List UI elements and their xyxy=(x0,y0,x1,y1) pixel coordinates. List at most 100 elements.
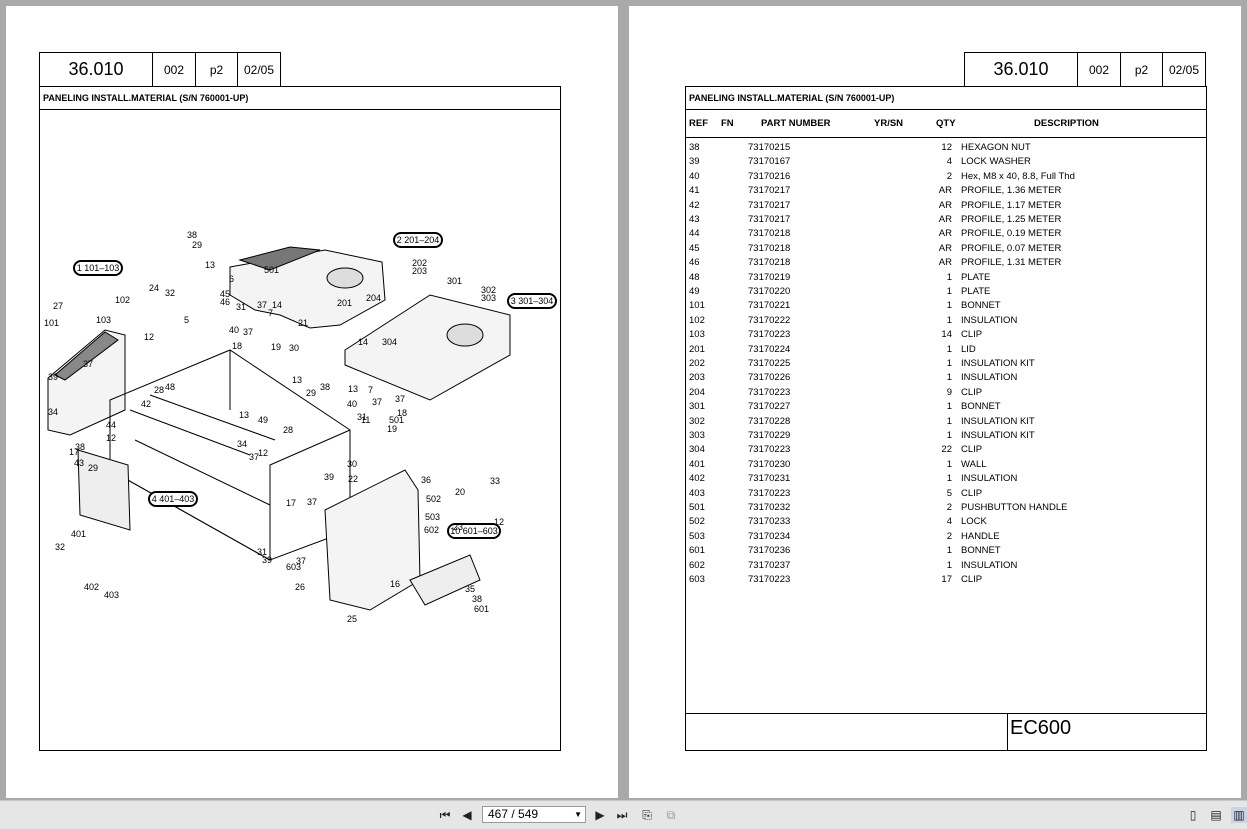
diagram-label: 38 xyxy=(187,230,197,240)
diagram-label: 49 xyxy=(258,415,268,425)
header-code: 002 xyxy=(1077,52,1121,87)
continuous-view-icon[interactable]: ▤ xyxy=(1210,808,1222,822)
cell-pn: 73170231 xyxy=(748,473,791,485)
page-indicator: 467 / 549 xyxy=(488,807,539,821)
diagram-label: 38 xyxy=(75,442,85,452)
rotate-icon[interactable]: ⎘ xyxy=(642,808,652,822)
diagram-label: 36 xyxy=(421,475,431,485)
diagram-label: 502 xyxy=(426,494,441,504)
cell-desc: INSULATION xyxy=(961,473,1018,485)
page-number-select[interactable]: 467 / 549 ▼ xyxy=(482,806,586,823)
cell-pn: 73170218 xyxy=(748,257,791,269)
diagram-label: 204 xyxy=(366,293,381,303)
diagram-label: 601 xyxy=(474,604,489,614)
diagram-label: 13 xyxy=(239,410,249,420)
cell-ref: 402 xyxy=(689,473,705,485)
col-qty: QTY xyxy=(936,118,956,129)
cell-qty: 12 xyxy=(941,142,952,153)
copy-icon[interactable]: ⧉ xyxy=(666,808,676,822)
diagram-label: 21 xyxy=(298,318,308,328)
diagram-label: 27 xyxy=(53,301,63,311)
cell-qty: 1 xyxy=(946,473,952,485)
next-page-icon[interactable]: ▶ xyxy=(595,808,605,822)
cell-desc: PLATE xyxy=(961,286,991,297)
svg-text:1 101–103: 1 101–103 xyxy=(77,263,120,273)
col-fn: FN xyxy=(721,118,734,129)
cell-ref: 603 xyxy=(689,574,705,585)
diagram-label: 48 xyxy=(165,382,175,392)
cell-ref: 403 xyxy=(689,487,705,499)
cell-desc: PROFILE, 0.07 METER xyxy=(961,242,1062,254)
diagram-label: 37 xyxy=(83,359,93,369)
cell-ref: 304 xyxy=(689,444,705,456)
cell-pn: 73170228 xyxy=(748,415,791,427)
cell-ref: 42 xyxy=(689,199,700,211)
diagram-label: 12 xyxy=(494,517,504,527)
cell-pn: 73170216 xyxy=(748,170,791,182)
diagram-label: 6 xyxy=(229,274,234,284)
cell-pn: 73170233 xyxy=(748,516,791,528)
last-page-icon[interactable]: ⏭ xyxy=(616,808,628,822)
cell-pn: 73170234 xyxy=(748,530,791,542)
first-page-icon[interactable]: ⏮ xyxy=(439,808,451,822)
diagram-label: 17 xyxy=(69,447,79,457)
cell-desc: PROFILE, 1.17 METER xyxy=(961,199,1062,211)
cell-qty: 22 xyxy=(941,444,952,456)
two-page-view-icon[interactable]: ▥ xyxy=(1231,807,1247,823)
header-date: 02/05 xyxy=(237,52,281,87)
diagram-label: 26 xyxy=(295,582,305,592)
diagram-label: 31 xyxy=(257,547,267,557)
cell-desc: INSULATION xyxy=(961,559,1018,571)
diagram-label: 25 xyxy=(347,614,357,624)
cell-pn: 73170237 xyxy=(748,559,791,571)
diagram-label: 30 xyxy=(289,343,299,353)
cell-qty: 1 xyxy=(946,343,952,355)
cell-qty: 1 xyxy=(946,415,952,427)
diagram-label: 28 xyxy=(154,385,164,395)
diagram-label: 203 xyxy=(412,266,427,276)
diagram-label: 103 xyxy=(96,315,111,325)
diagram-label: 19 xyxy=(387,424,397,434)
diagram-label: 29 xyxy=(88,463,98,473)
cell-ref: 46 xyxy=(689,257,700,269)
cell-qty: AR xyxy=(938,185,952,197)
cell-pn: 73170221 xyxy=(748,300,791,312)
cell-ref: 49 xyxy=(689,286,700,297)
cell-qty: AR xyxy=(938,242,952,254)
diagram-label: 28 xyxy=(283,425,293,435)
diagram-label: 202 xyxy=(412,258,427,268)
cell-pn: 73170226 xyxy=(748,372,791,384)
right-page: 36.010 002 p2 02/05 PANELING INSTALL.MAT… xyxy=(629,6,1241,798)
table-row: 402 73170231 1 INSULATION xyxy=(686,473,1206,487)
diagram-label: 14 xyxy=(272,300,282,310)
cell-qty: AR xyxy=(938,257,952,269)
cell-desc: CLIP xyxy=(961,444,983,456)
header-code: 002 xyxy=(152,52,196,87)
diagram-label: 13 xyxy=(292,375,302,385)
diagram-label: 5 xyxy=(184,315,189,325)
cell-ref: 502 xyxy=(689,516,705,528)
diagram-label: 37 xyxy=(372,397,382,407)
diagram-label: 35 xyxy=(465,584,475,594)
cell-desc: INSULATION KIT xyxy=(961,430,1035,441)
cell-ref: 301 xyxy=(689,401,705,413)
diagram-label: 102 xyxy=(115,295,130,305)
cell-qty: 1 xyxy=(946,545,952,557)
cell-desc: PUSHBUTTON HANDLE xyxy=(961,502,1068,513)
diagram-label: 38 xyxy=(320,382,330,392)
diagram-label: 45 xyxy=(220,289,230,299)
diagram-label: 23 xyxy=(453,522,463,532)
cell-pn: 73170215 xyxy=(748,142,791,153)
cell-desc: INSULATION KIT xyxy=(961,415,1035,427)
prev-page-icon[interactable]: ◀ xyxy=(462,808,472,822)
cell-desc: INSULATION KIT xyxy=(961,358,1035,369)
cell-qty: AR xyxy=(938,214,952,225)
single-page-view-icon[interactable]: ▯ xyxy=(1189,808,1197,822)
diagram-label: 7 xyxy=(368,385,373,395)
